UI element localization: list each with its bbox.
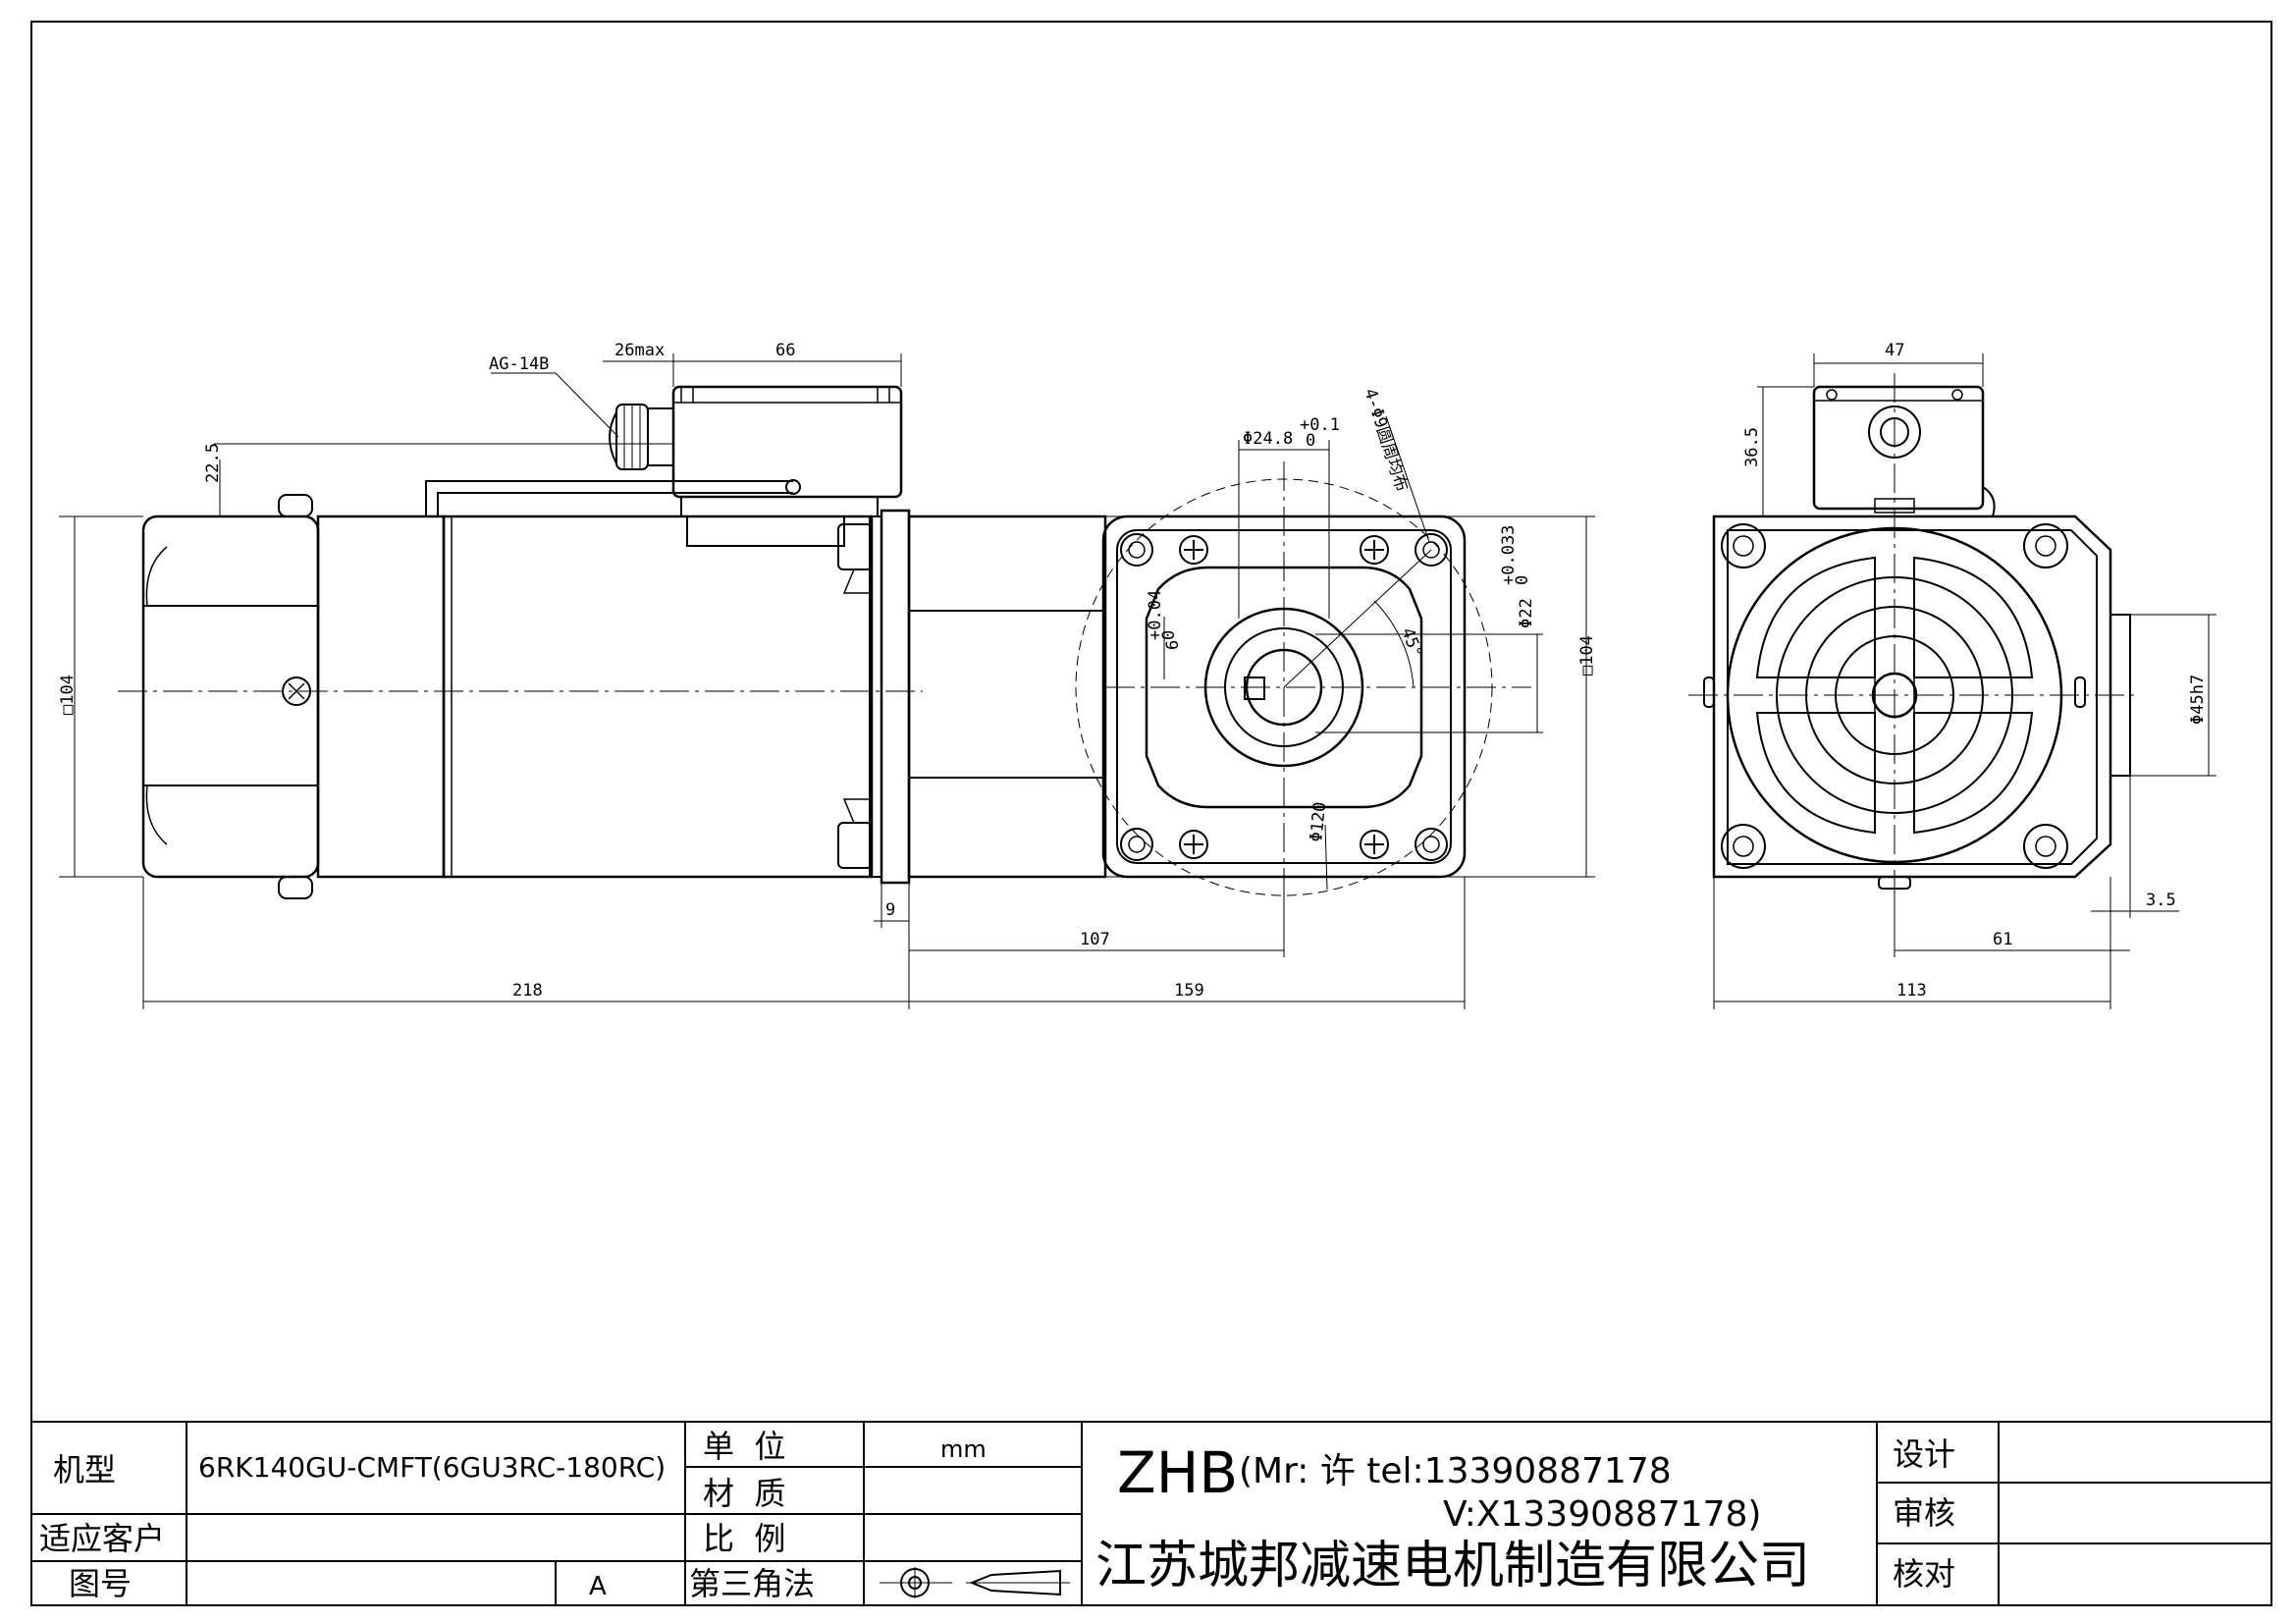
dim-bore: Φ24.8 [1243, 429, 1293, 449]
dim-box-width: 66 [775, 341, 795, 360]
unit-label: 单 位 [703, 1428, 785, 1465]
contact-line-1: (Mr: 许 tel:13390887178 [1239, 1451, 1672, 1491]
side-view [118, 385, 1107, 899]
dim-front-square: □104 [1577, 635, 1597, 676]
dim-bore-tol-lower: 0 [1306, 431, 1315, 451]
dim-47: 47 [1885, 341, 1904, 360]
dim-key: 6 [1163, 640, 1183, 650]
dim-61: 61 [1993, 930, 2012, 949]
dim-shaft-tol-lower: 0 [1513, 575, 1532, 585]
unit-value: mm [940, 1435, 987, 1463]
dim-shaft: Φ22 [1517, 598, 1536, 628]
dim-pcd: Φ120 [1307, 801, 1330, 843]
projection-label: 第三角法 [689, 1565, 815, 1602]
dim-side-square: □104 [58, 675, 78, 715]
customer-label: 适应客户 [39, 1520, 165, 1557]
label-cable-gland: AG-14B [489, 354, 549, 374]
material-label: 材 质 [703, 1475, 785, 1512]
company-name: 江苏城邦减速电机制造有限公司 [1095, 1537, 1810, 1596]
design-label: 设计 [1893, 1435, 1955, 1473]
rear-view [1688, 373, 2140, 913]
rear-view-dimensions [1713, 353, 2216, 1009]
third-angle-projection-symbol [880, 1567, 1070, 1598]
front-view [1075, 461, 1595, 923]
dim-36-5: 36.5 [1742, 427, 1762, 467]
model-label: 机型 [53, 1451, 116, 1488]
contact-line-2: V:X13390887178) [1443, 1494, 1761, 1535]
title-block [30, 1421, 2272, 1606]
dim-total-length: 218 [512, 981, 543, 1001]
dim-spigot: Φ45h7 [2188, 675, 2208, 725]
drawing-no-label: 图号 [69, 1565, 132, 1602]
dim-107: 107 [1080, 930, 1110, 949]
dim-gland: 26max [614, 341, 665, 360]
scale-label: 比 例 [703, 1520, 785, 1557]
brand: ZHB [1117, 1439, 1238, 1506]
dim-key-tol-upper: +0.04 [1146, 590, 1165, 640]
dim-shaft-tol-upper: +0.033 [1499, 525, 1519, 585]
revision: A [589, 1572, 607, 1601]
dim-box-height: 22.5 [203, 443, 223, 483]
dim-holes: 4-Φ9圆周均布 [1360, 386, 1412, 494]
dim-3-5: 3.5 [2146, 891, 2176, 910]
dim-flange: 9 [885, 900, 895, 920]
dim-159: 159 [1174, 981, 1204, 1001]
dim-bore-tol-upper: +0.1 [1300, 415, 1340, 435]
dim-key-tol-lower: 0 [1159, 630, 1179, 640]
review-label: 审核 [1893, 1494, 1955, 1532]
side-view-dimensions [59, 353, 910, 1009]
check-label: 核对 [1893, 1555, 1955, 1593]
front-view-dimensions [908, 415, 1587, 1009]
dim-113: 113 [1896, 981, 1927, 1001]
model-value: 6RK140GU-CMFT(6GU3RC-180RC) [198, 1451, 666, 1484]
drawing-frame [30, 21, 2272, 1606]
